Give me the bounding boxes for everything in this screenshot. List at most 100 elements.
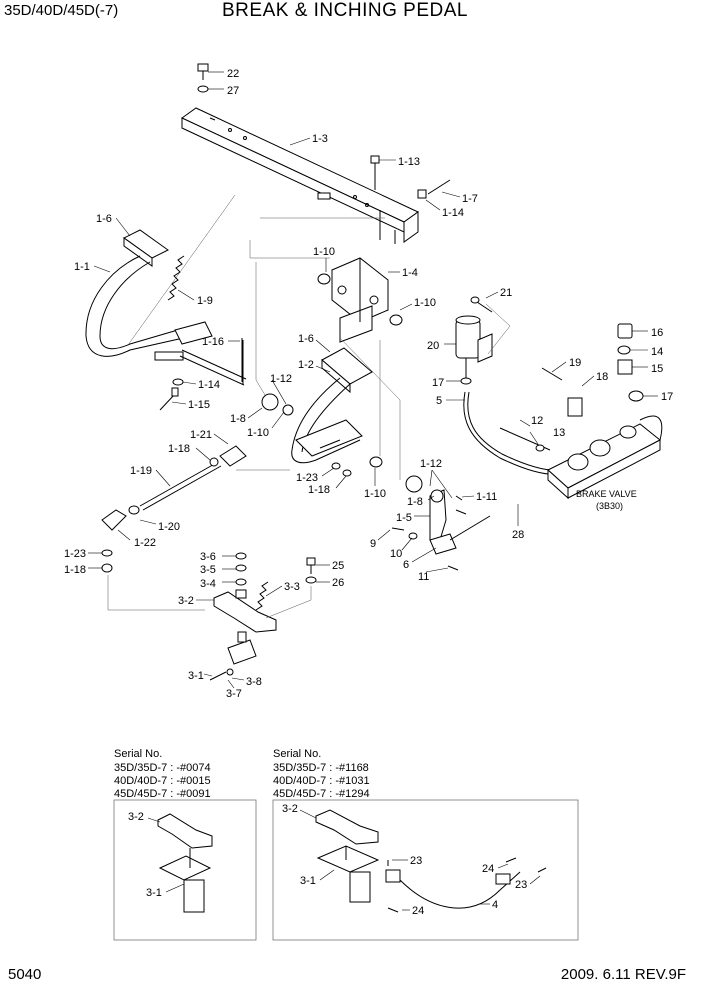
serial-right-line-3: 45D/45D-7 : -#1294 (273, 788, 370, 800)
callout-1-21: 1-21 (190, 429, 212, 441)
callout-3-1: 3-1 (188, 670, 204, 682)
callout-1-3: 1-3 (312, 133, 328, 145)
serial-right-heading: Serial No. (273, 748, 321, 760)
bushing-1-10b-drawing (389, 314, 403, 326)
callout-1-16: 1-16 (202, 336, 224, 348)
serial-right-line-1: 35D/35D-7 : -#1168 (273, 762, 369, 774)
serial-right-box (272, 799, 579, 941)
serial-left-line-2: 40D/40D-7 : -#0015 (114, 775, 211, 787)
rod-1-19-drawing (101, 445, 247, 573)
callout-1-7: 1-7 (462, 193, 478, 205)
callout-1-18: 1-18 (168, 443, 190, 455)
callout-3-6: 3-6 (200, 551, 216, 563)
callout-1-11: 1-11 (476, 491, 497, 503)
serial-left-bracket-drawing (157, 813, 213, 913)
callout-1-23: 1-23 (64, 548, 86, 560)
callout-1-20: 1-20 (158, 521, 180, 533)
callouts: 22 27 1-3 1-13 1-7 1-14 1-6 1-1 1-9 1-10… (64, 68, 673, 700)
serial-right-callout-24b: 24 (412, 905, 424, 917)
serial-left-line-3: 45D/45D-7 : -#0091 (114, 788, 211, 800)
bolt-1-13-drawing (370, 155, 451, 199)
callout-1-1: 1-1 (74, 261, 90, 273)
callout-1-10: 1-10 (364, 488, 386, 500)
callout-1-10: 1-10 (247, 427, 269, 439)
bushing-1-10-drawing (317, 273, 331, 285)
callout-11: 11 (418, 571, 429, 583)
callout-1-12: 1-12 (270, 373, 292, 385)
callout-1-13: 1-13 (398, 156, 420, 168)
callout-22: 22 (227, 68, 239, 80)
serial-right-callout-24: 24 (482, 863, 494, 875)
callout-3-8: 3-8 (246, 676, 262, 688)
callout-15: 15 (651, 363, 663, 375)
serial-right-bracket-drawing (315, 809, 547, 913)
serial-left-callout-3-2: 3-2 (128, 811, 144, 823)
callout-1-23: 1-23 (296, 472, 318, 484)
serial-right-line-2: 40D/40D-7 : -#1031 (273, 775, 370, 787)
callout-19: 19 (569, 357, 581, 369)
serial-left-box (113, 799, 257, 941)
callout-3-4: 3-4 (200, 578, 216, 590)
page-number: 5040 (8, 966, 42, 983)
callout-28: 28 (512, 529, 524, 541)
callout-1-2: 1-2 (298, 359, 314, 371)
hose-5-drawing (463, 391, 563, 475)
callout-1-19: 1-19 (130, 465, 152, 477)
callout-1-8: 1-8 (230, 413, 246, 425)
callout-10: 10 (390, 548, 402, 560)
callout-13: 13 (553, 427, 565, 439)
serial-right-callout-3-2: 3-2 (282, 803, 298, 815)
revision-label: 2009. 6.11 REV.9F (560, 966, 686, 983)
frame-1-3-drawing (181, 107, 419, 244)
callout-18: 18 (596, 371, 608, 383)
callout-27: 27 (227, 85, 239, 97)
brake-valve-drawing (499, 323, 663, 500)
serial-right-text: Serial No. 35D/35D-7 : -#1168 40D/40D-7 … (273, 748, 527, 917)
lever-1-5-drawing (391, 475, 491, 571)
callout-3-2: 3-2 (178, 595, 194, 607)
callout-25: 25 (332, 560, 344, 572)
callout-17: 17 (432, 377, 444, 389)
callout-1-10: 1-10 (414, 297, 436, 309)
brake-valve-label: BRAKE VALVE (576, 489, 637, 499)
callout-20: 20 (427, 340, 439, 352)
brake-valve-ref: (3B30) (596, 501, 623, 511)
callout-1-8: 1-8 (407, 496, 423, 508)
callout-6: 6 (403, 559, 409, 571)
callout-1-6: 1-6 (96, 213, 112, 225)
callout-1-14: 1-14 (442, 207, 464, 219)
leader-lines (88, 71, 658, 911)
serial-left-line-1: 35D/35D-7 : -#0074 (114, 762, 211, 774)
model-label: 35D/40D/45D(-7) (4, 2, 119, 19)
callout-26: 26 (332, 577, 344, 589)
bracket-3-2-drawing (209, 552, 317, 681)
brake-pedal-drawing (85, 229, 247, 386)
callout-3-5: 3-5 (200, 564, 216, 576)
callout-1-12: 1-12 (420, 458, 442, 470)
serial-left-callout-3-1: 3-1 (146, 887, 162, 899)
callout-1-14: 1-14 (198, 379, 220, 391)
serial-left-text: Serial No. 35D/35D-7 : -#0074 40D/40D-7 … (114, 748, 211, 899)
bolt-22-drawing (197, 63, 209, 93)
page-title: BREAK & INCHING PEDAL (222, 0, 468, 21)
serial-right-callout-3-1: 3-1 (300, 875, 316, 887)
callout-3-7: 3-7 (226, 688, 242, 700)
callout-1-15: 1-15 (188, 399, 210, 411)
callout-5: 5 (436, 395, 442, 407)
serial-left-heading: Serial No. (114, 748, 162, 760)
callout-16: 16 (651, 327, 663, 339)
callout-3-3: 3-3 (284, 581, 300, 593)
bracket-1-4-drawing (331, 257, 389, 343)
callout-1-9: 1-9 (197, 295, 213, 307)
callout-14: 14 (651, 346, 663, 358)
callout-17: 17 (661, 391, 673, 403)
callout-12: 12 (531, 415, 543, 427)
callout-1-18: 1-18 (64, 564, 86, 576)
callout-1-22: 1-22 (134, 537, 156, 549)
serial-right-callout-4: 4 (492, 899, 498, 911)
inching-pedal-drawing (291, 347, 373, 464)
callout-1-18: 1-18 (308, 484, 330, 496)
callout-1-6: 1-6 (298, 333, 314, 345)
callout-1-5: 1-5 (396, 512, 412, 524)
